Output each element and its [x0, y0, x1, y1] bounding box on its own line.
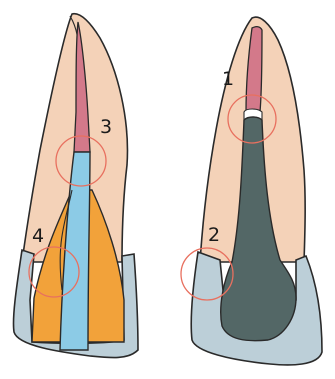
right-tooth: 1 2 — [181, 17, 322, 365]
label-1: 1 — [222, 68, 234, 90]
label-2: 2 — [208, 224, 220, 246]
label-3: 3 — [100, 116, 112, 138]
label-4: 4 — [32, 225, 44, 247]
left-tooth: 3 4 — [13, 14, 138, 358]
